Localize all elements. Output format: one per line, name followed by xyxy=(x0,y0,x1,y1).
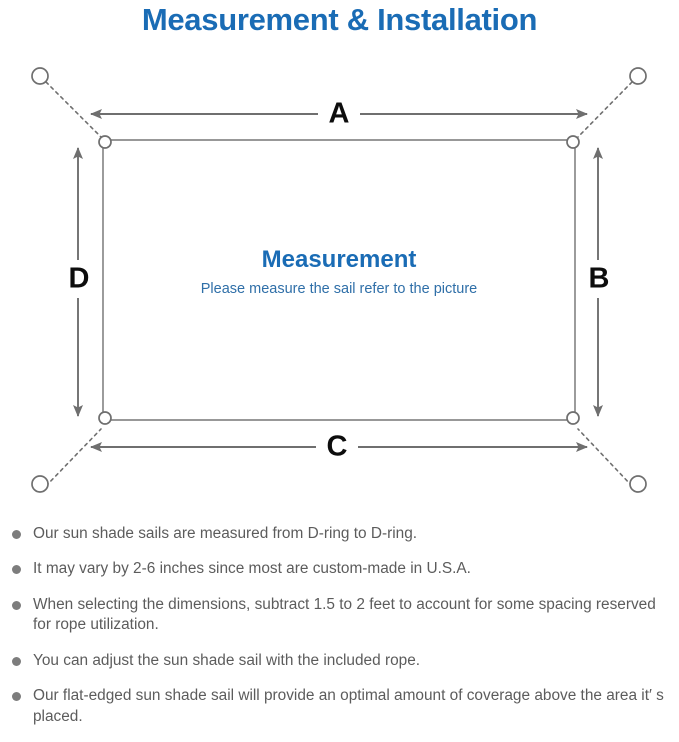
shade-sail-outline xyxy=(102,139,576,421)
anchor-point-top-right xyxy=(629,67,647,85)
tether-line-top-right xyxy=(577,81,633,138)
bullet-icon xyxy=(12,530,21,539)
diagram-center-title: Measurement xyxy=(262,246,417,273)
d-rings xyxy=(98,135,580,425)
note-text: You can adjust the sun shade sail with t… xyxy=(33,651,421,669)
tether-line-bottom-right xyxy=(577,428,633,487)
tether-lines xyxy=(45,81,633,487)
dimension-label-a: A xyxy=(329,98,350,130)
bullet-icon xyxy=(12,600,21,610)
bullet-icon xyxy=(12,565,21,575)
anchor-point-bottom-left xyxy=(31,475,49,493)
dimension-label-d: D xyxy=(69,263,90,295)
diagram-center-subtitle: Please measure the sail refer to the pic… xyxy=(201,281,477,297)
d-ring-top-left xyxy=(98,135,112,149)
d-ring-bottom-left xyxy=(98,411,112,425)
list-item: It may vary by 2-6 inches since most are… xyxy=(0,559,679,579)
dimension-label-c: C xyxy=(327,431,348,463)
notes-list: Our sun shade sails are measured from D-… xyxy=(0,524,679,742)
measurement-diagram: A C D B Measurement Please measure the s… xyxy=(0,48,679,518)
page-title: Measurement & Installation xyxy=(141,2,538,37)
dimension-label-b: B xyxy=(589,263,610,295)
note-text: When selecting the dimensions, subtract … xyxy=(33,595,656,634)
list-item: Our sun shade sails are measured from D-… xyxy=(0,524,679,544)
tether-line-top-left xyxy=(45,81,102,138)
d-ring-top-right xyxy=(566,135,580,149)
bullet-icon xyxy=(12,692,21,702)
anchor-point-top-left xyxy=(31,67,49,85)
note-text: Our flat-edged sun shade sail will provi… xyxy=(33,687,664,725)
anchor-point-bottom-right xyxy=(629,475,647,493)
list-item: Our flat-edged sun shade sail will provi… xyxy=(0,686,679,727)
d-ring-bottom-right xyxy=(566,411,580,425)
bullet-icon xyxy=(12,656,21,666)
note-text: It may vary by 2-6 inches since most are… xyxy=(33,560,471,578)
tether-line-bottom-left xyxy=(45,428,102,487)
list-item: When selecting the dimensions, subtract … xyxy=(0,595,679,636)
diagram-svg: A C D B Measurement Please measure the s… xyxy=(31,67,647,493)
anchor-points xyxy=(31,67,647,493)
note-text: Our sun shade sails are measured from D-… xyxy=(33,525,418,542)
list-item: You can adjust the sun shade sail with t… xyxy=(0,651,679,671)
